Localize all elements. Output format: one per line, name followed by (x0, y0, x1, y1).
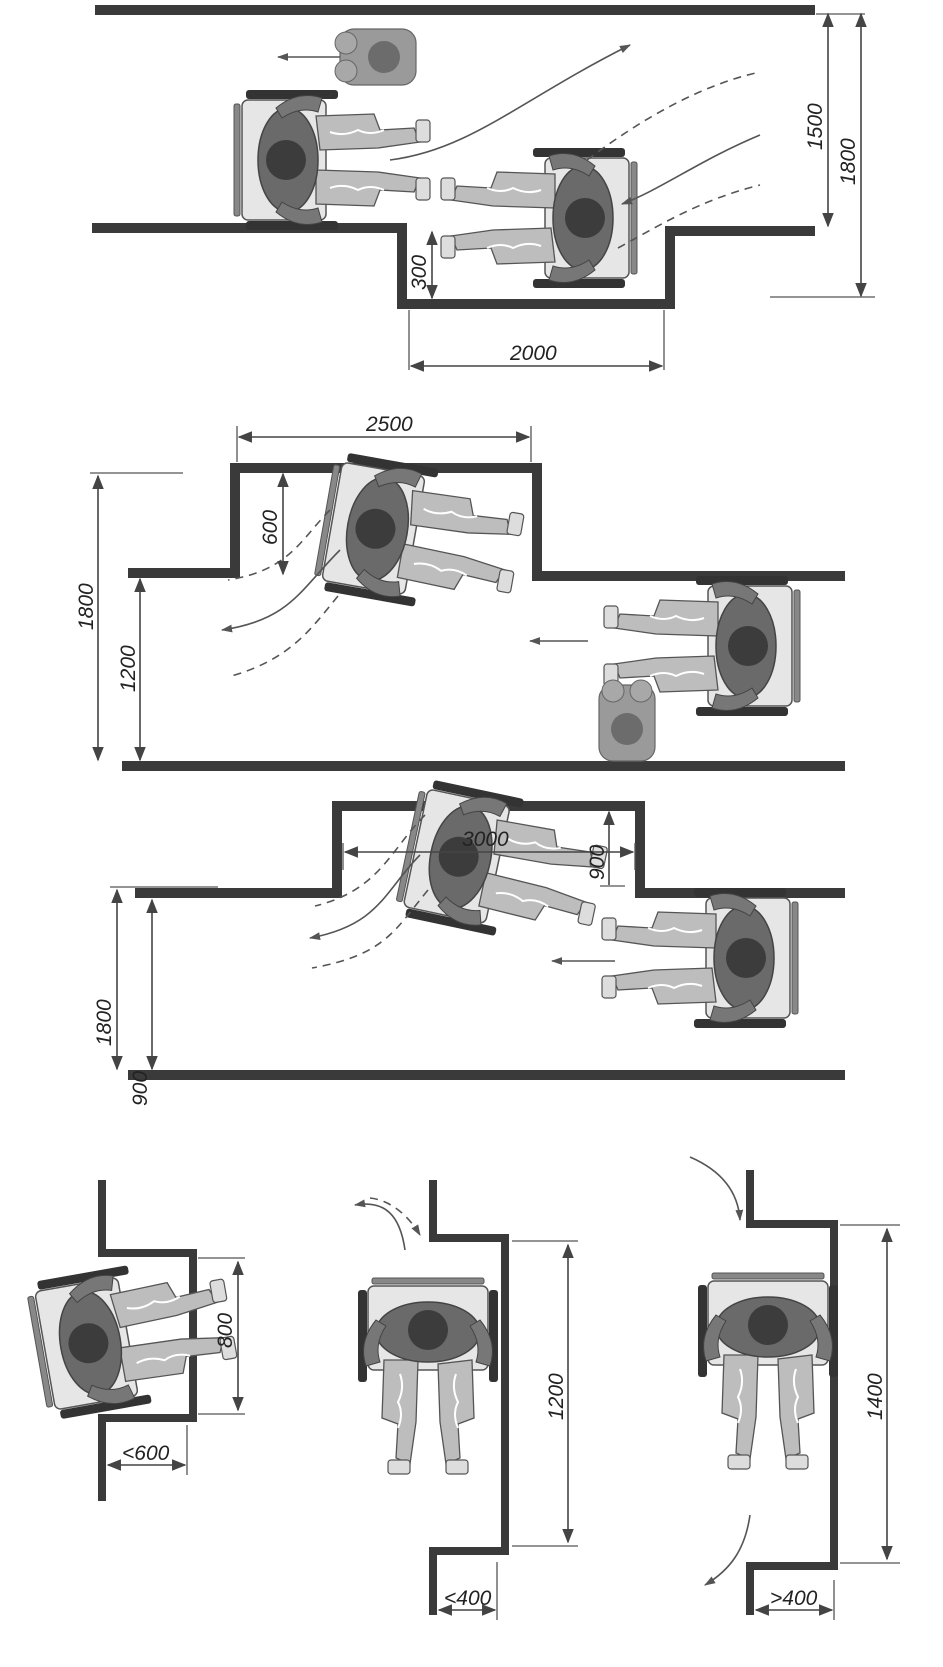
dim-label-total: 1800 (75, 583, 98, 630)
movement-path (704, 1514, 751, 1586)
wheelchair-user-figure (233, 89, 431, 231)
dim-label-recess-depth: 300 (408, 255, 431, 290)
wheelchair-user-figure (441, 148, 637, 288)
movement-path (308, 854, 421, 941)
dim-label-recess-width: 2000 (509, 342, 557, 365)
panel-4c-niche-wall (746, 1170, 838, 1615)
panel-4b-niche-wall (429, 1180, 509, 1615)
dim-label-total: 1800 (837, 138, 860, 185)
movement-path (314, 814, 426, 907)
dim-label-door: >400 (770, 1587, 818, 1610)
dim-label-recess-width: 3000 (462, 828, 509, 851)
dim-label-recess-width: 2500 (365, 413, 413, 436)
movement-path (227, 509, 331, 581)
movement-path (369, 1197, 421, 1236)
movement-path (689, 1156, 744, 1222)
movement-path (227, 595, 339, 678)
panel-4a-niche-wall (98, 1180, 197, 1501)
wheelchair-user-figure (311, 449, 531, 624)
movement-path (311, 889, 429, 969)
panel-1-bottom-wall (92, 223, 815, 309)
movement-path (586, 71, 761, 161)
panel-4c: 1400 >400 (689, 1156, 900, 1620)
movement-path (620, 134, 761, 205)
dim-label-corridor: 1200 (117, 645, 140, 692)
movement-path (353, 1199, 406, 1251)
panel-3: 3000 900 1800 900 (93, 776, 845, 1106)
panel-4b: 1200 <400 (353, 1180, 578, 1620)
dim-label-recess-depth: 900 (586, 845, 609, 880)
movement-path (617, 184, 761, 249)
movement-path (389, 44, 632, 161)
panel-4a: 800 <600 (25, 1180, 245, 1501)
dim-label-depth: 1400 (864, 1373, 887, 1420)
panel-1: 1500 1800 300 2000 (92, 5, 875, 372)
wheelchair-user-figure (358, 1278, 498, 1474)
dim-label-corridor: 1500 (804, 103, 827, 150)
dim-label-depth: 1200 (545, 1373, 568, 1420)
dim-label-depth: 800 (214, 1313, 237, 1348)
wheelchair-user-figure (698, 1273, 838, 1469)
wheelchair-user-figure (25, 1249, 242, 1421)
wheelchair-user-figure (602, 888, 798, 1028)
dim-label-total: 1800 (93, 999, 116, 1046)
movement-path (220, 549, 341, 633)
dim-label-door: <400 (444, 1587, 492, 1610)
dim-label-recess-depth: 600 (259, 510, 282, 545)
pedestrian-figure (598, 679, 656, 762)
dim-label-corridor: 900 (129, 1071, 152, 1106)
pedestrian-figure (334, 28, 417, 86)
dim-label-door: <600 (122, 1442, 170, 1465)
panel-3-upper-wall (135, 801, 845, 898)
panel-2: 2500 600 1800 1200 (75, 413, 845, 771)
